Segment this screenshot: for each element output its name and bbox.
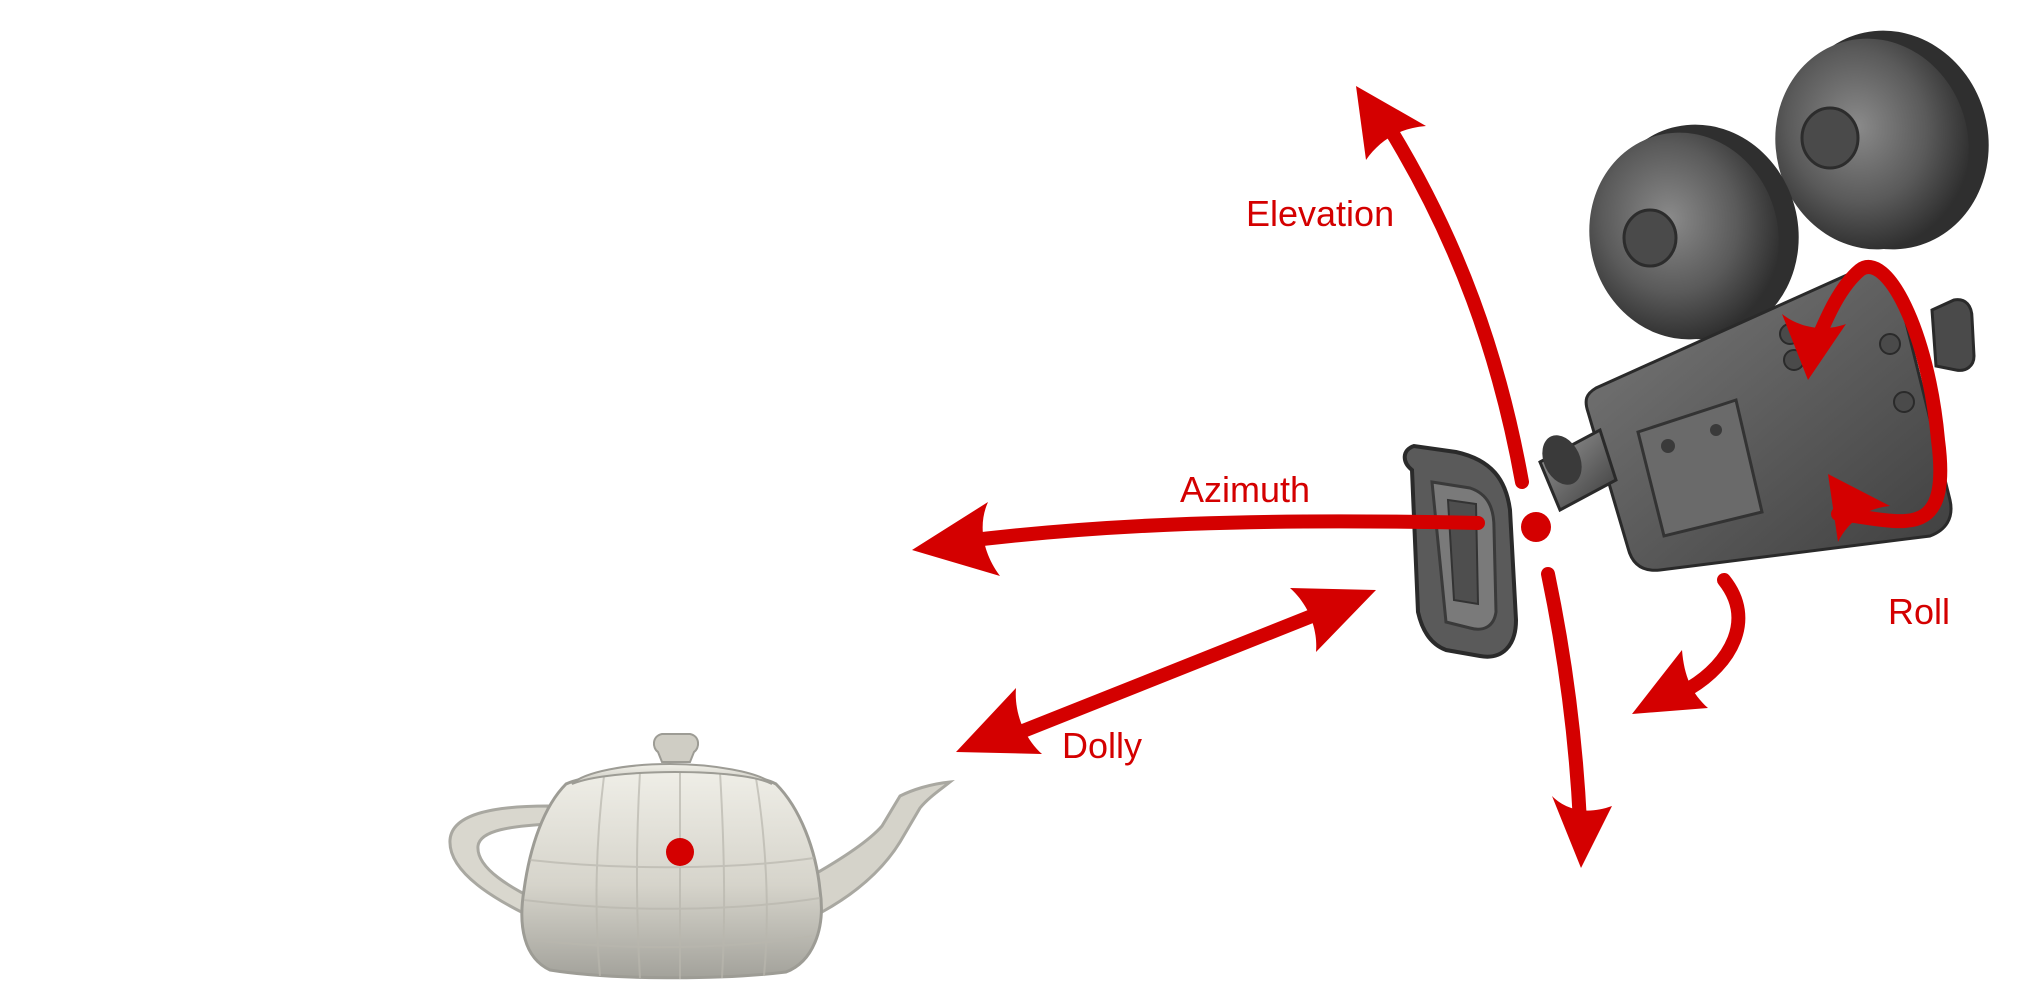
elevation-label: Elevation <box>1246 193 1394 234</box>
azimuth-label: Azimuth <box>1180 469 1310 510</box>
elevation-arrowhead-bottom <box>1552 796 1612 868</box>
elevation-arrow <box>1375 109 1529 489</box>
arrow-heads <box>912 86 1890 868</box>
teapot-knob <box>652 733 700 763</box>
motion-arrows <box>951 109 1948 829</box>
tilt-arrow <box>1683 573 1746 695</box>
camera-position-icon <box>1521 512 1551 542</box>
azimuth-arrowhead <box>912 502 1000 576</box>
tilt-arrowhead <box>1632 650 1708 714</box>
azimuth-arrow <box>951 514 1485 549</box>
teapot-icon <box>448 733 955 980</box>
elevation-arrow-lower <box>1541 567 1587 829</box>
elevation-arrowhead-top <box>1356 86 1426 160</box>
focal-point-icon <box>666 838 694 866</box>
back-reel <box>1775 30 1989 250</box>
teapot-spout <box>806 780 955 915</box>
dolly-label: Dolly <box>1062 725 1142 766</box>
roll-arrow <box>1805 260 1948 529</box>
dolly-arrowhead-left <box>956 688 1042 754</box>
teapot-lid <box>571 762 773 785</box>
roll-label: Roll <box>1888 591 1950 632</box>
dolly-arrowhead-right <box>1290 588 1376 652</box>
roll-arrowhead <box>1782 314 1846 380</box>
dolly-arrow <box>991 597 1349 748</box>
film-camera-icon <box>1402 30 1989 659</box>
front-reel <box>1589 124 1799 340</box>
roll-arrowhead-lower <box>1828 474 1890 542</box>
